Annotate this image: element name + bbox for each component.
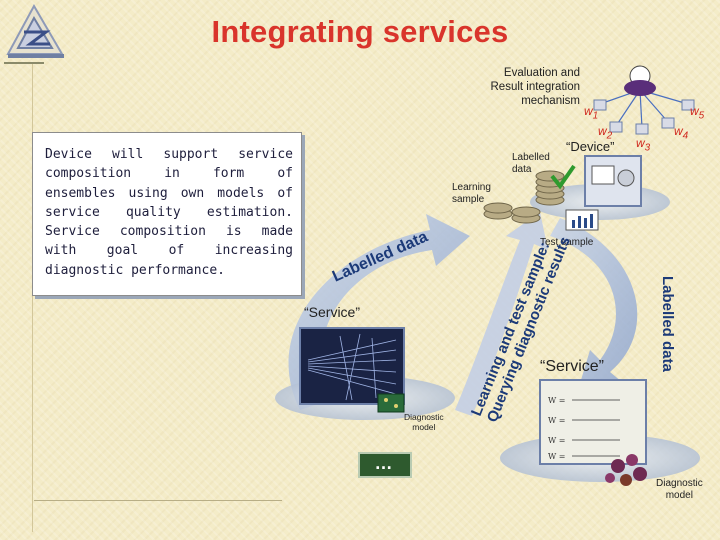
- diagnostic-model-line: model: [665, 490, 693, 501]
- device-image: [584, 155, 642, 207]
- labelled-data-coins: [483, 170, 565, 224]
- device-label: “Device”: [566, 139, 615, 154]
- footer-rule: [34, 500, 282, 501]
- learning-sample-line: Learning: [452, 182, 491, 193]
- labelled-data-label: Labelled data: [512, 152, 550, 176]
- service-left-label: “Service”: [304, 304, 361, 320]
- right-service-formulas: W = W = W = W =: [539, 379, 647, 465]
- evaluation-label-line: Result integration: [490, 81, 581, 93]
- test-sample-chart-icon: [565, 209, 599, 231]
- svg-text:W =: W =: [548, 396, 565, 405]
- left-diagnostic-chip: [377, 393, 405, 413]
- diagnostic-model-right-label: Diagnostic model: [656, 478, 703, 502]
- institution-logo: [6, 3, 64, 58]
- info-text: Device will support service composition …: [45, 147, 293, 278]
- evaluation-network: [593, 65, 695, 135]
- central-arrow: [455, 212, 548, 416]
- checkmark-icon: [550, 164, 576, 190]
- service-right-label: “Service”: [540, 358, 605, 375]
- svg-text:W =: W =: [548, 452, 565, 461]
- learning-sample-label: Learning sample: [452, 182, 491, 206]
- weight-w5: w5: [690, 104, 705, 122]
- evaluation-label: Evaluation and Result integration mechan…: [468, 66, 581, 108]
- slide-title: Integrating services: [211, 14, 509, 49]
- right-diagnostic-cluster: [605, 454, 647, 486]
- weight-w2: w2: [598, 124, 613, 142]
- labelled-data-right-label: Labelled data: [659, 276, 676, 372]
- diagnostic-model-line: model: [412, 422, 436, 432]
- weight-w3: w3: [636, 136, 651, 154]
- diagnostic-model-line: Diagnostic: [656, 478, 703, 489]
- weight-w4: w4: [674, 124, 689, 142]
- svg-text:W =: W =: [548, 436, 565, 445]
- evaluation-label-line: mechanism: [521, 95, 580, 107]
- diagnostic-model-left-label: Diagnostic model: [404, 412, 444, 432]
- evaluation-label-line: Evaluation and: [503, 67, 580, 79]
- header-rule: [4, 62, 44, 64]
- left-service-chart: [299, 327, 405, 405]
- svg-text:W =: W =: [548, 416, 565, 425]
- labelled-data-line: Labelled: [512, 152, 550, 163]
- test-sample-label: Test sample: [540, 237, 594, 248]
- diagnostic-model-line: Diagnostic: [404, 412, 444, 422]
- weight-w1: w1: [584, 104, 599, 122]
- learning-sample-line: sample: [452, 194, 485, 205]
- curved-arrow-right: [550, 218, 638, 390]
- more-services-button[interactable]: …: [358, 452, 412, 478]
- margin-line: [32, 62, 33, 532]
- info-box: Device will support service composition …: [32, 132, 302, 296]
- labelled-data-line: data: [512, 164, 532, 175]
